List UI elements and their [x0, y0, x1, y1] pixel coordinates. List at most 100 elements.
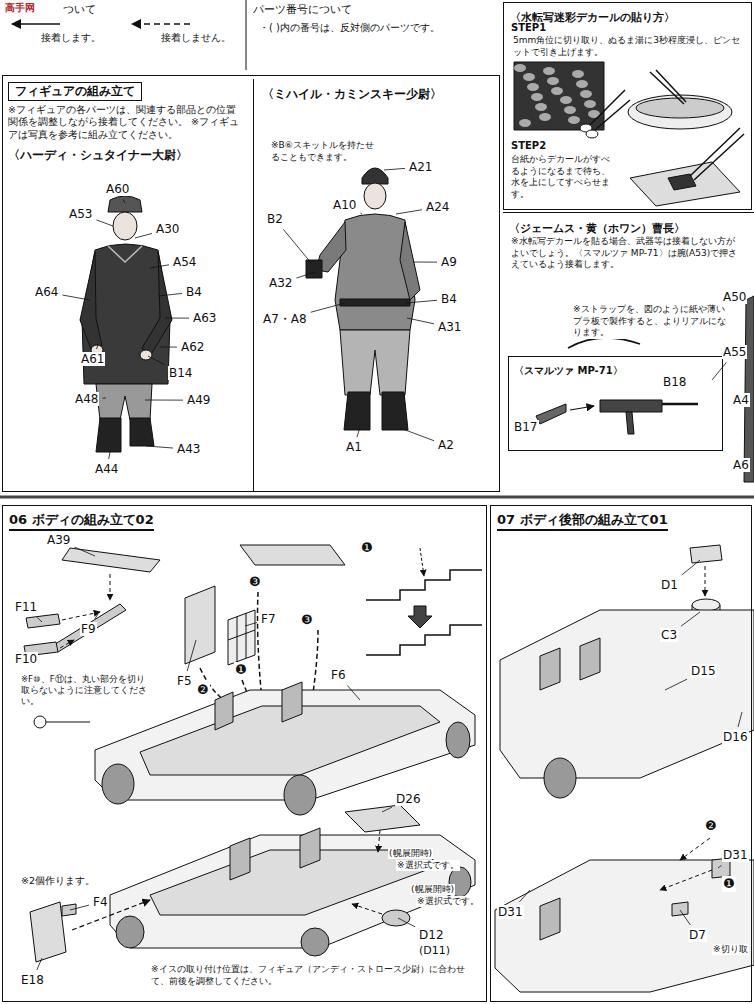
vehicle-body [110, 835, 475, 948]
watermark: 高手网 [4, 2, 36, 14]
label-text: 接着しません。 [160, 32, 232, 44]
decal-pattern [514, 64, 526, 72]
part-number: E18 [20, 973, 45, 987]
part-number: B18 [662, 375, 688, 389]
seat [540, 898, 560, 940]
leader-line [146, 446, 173, 448]
leader-line [519, 890, 530, 902]
figure-edge [744, 296, 754, 482]
part-cylinder [692, 599, 720, 611]
figure-arm [400, 222, 420, 300]
step-panel: 06 ボディの組み立て02 [2, 505, 487, 1002]
step-panel: 07 ボディ後部の組み立て01 [490, 505, 752, 1002]
part-number: B17 [513, 420, 539, 434]
leader-line [406, 300, 437, 303]
note: ※B⑥スキットルを持たせることもできます。 [270, 140, 380, 163]
part-seat [30, 902, 66, 962]
decal-pattern [572, 70, 584, 78]
part-number: A4 [732, 393, 750, 407]
section-heading: 〈ジェームス・黄（ホワン）曹長〉 [509, 222, 685, 236]
decal-pattern [519, 119, 531, 127]
scissors [586, 130, 598, 138]
leader-line [680, 910, 690, 925]
leader-line [160, 347, 177, 348]
section-heading: 〈水転写迷彩デカールの貼り方〉 [510, 11, 675, 25]
part-number: D7 [688, 928, 707, 942]
section-panel: 〈水転写迷彩デカールの貼り方〉 [503, 2, 752, 210]
part-small [712, 858, 730, 878]
label-text: 接着します。 [40, 32, 102, 44]
assembly-arrow [378, 830, 380, 852]
part-number: A63 [192, 311, 217, 325]
figure-cap [108, 196, 142, 212]
sprue [46, 722, 90, 723]
part-number: A61 [80, 352, 105, 366]
part-number: A1 [345, 440, 363, 454]
seat [215, 692, 233, 730]
figure-arm [80, 252, 102, 352]
leader-line [37, 617, 42, 622]
section-heading: 06 ボディの組み立て02 [9, 512, 154, 531]
leader-line [148, 356, 165, 365]
part-number: B4 [440, 292, 458, 306]
backing-paper [630, 162, 740, 206]
leader-line [245, 622, 257, 626]
decal-pattern [539, 113, 551, 121]
figure-boot [344, 392, 370, 430]
seat [540, 638, 600, 690]
section-heading: 〈ハーディ・シュタイナー大尉〉 [8, 148, 188, 162]
decal-pattern [568, 116, 580, 124]
decal-pattern [564, 106, 576, 114]
decal-pattern [523, 73, 535, 81]
assembly-arrow [110, 574, 111, 600]
leader-line [123, 199, 125, 203]
leader-line [150, 265, 169, 268]
leader-line [165, 318, 189, 319]
leader-line [158, 293, 182, 296]
part-small [26, 614, 60, 628]
part-number: A55 [722, 345, 747, 359]
part-number: F4 [92, 895, 109, 909]
leader-lines [37, 168, 742, 970]
part-number: F9 [80, 622, 97, 636]
assembly-arrow [72, 900, 150, 930]
part-number: F7 [260, 612, 277, 626]
seat [230, 838, 250, 880]
note: 台紙からデカールがすべるようになるまで待ち、水を上にしてすべらせます。 [510, 154, 618, 201]
gun-barrel [662, 403, 698, 406]
leader-line [311, 303, 345, 312]
wheel [102, 764, 134, 804]
wheel [301, 928, 329, 956]
part-number: B4 [185, 285, 203, 299]
leader-line [396, 210, 422, 214]
note: (幌展開時) [388, 848, 433, 859]
part-number: D16 [722, 730, 749, 744]
leader-line [357, 427, 360, 437]
note: ※フィギュアの各パーツは、関連する部品との位置関係を調整しながら接着してください… [8, 104, 244, 141]
leader-line [682, 560, 700, 575]
assembly-arrow [570, 406, 594, 410]
decal-pattern [527, 83, 539, 91]
section-heading: 〈ミハイル・カミンスキー少尉〉 [262, 87, 442, 101]
figure-boot [130, 418, 154, 446]
part-number: F6 [330, 668, 347, 682]
leader-line [187, 640, 196, 671]
seat [300, 828, 320, 868]
note: ※水転写デカールを貼る場合、武器等は接着しない方がよいでしょう。〈スマルツァ M… [510, 236, 742, 271]
figure-cup [306, 260, 322, 278]
part-number: A64 [34, 285, 59, 299]
figure-cap [362, 168, 388, 184]
figure-trousers [340, 330, 410, 395]
figure-belt [340, 299, 410, 306]
section-heading: 07 ボディ後部の組み立て01 [497, 512, 668, 531]
assembly-arrow [705, 566, 706, 596]
part-lamp [382, 910, 410, 926]
section-heading: 〈スマルツァ MP-71〉 [514, 365, 623, 378]
part-number: A6 [732, 458, 750, 472]
decal-pattern [580, 90, 592, 98]
figure-collar [108, 246, 142, 262]
gun-stock [536, 404, 566, 424]
part-number: A60 [105, 182, 130, 196]
part-number: A54 [172, 255, 197, 269]
figure-head [113, 212, 137, 240]
